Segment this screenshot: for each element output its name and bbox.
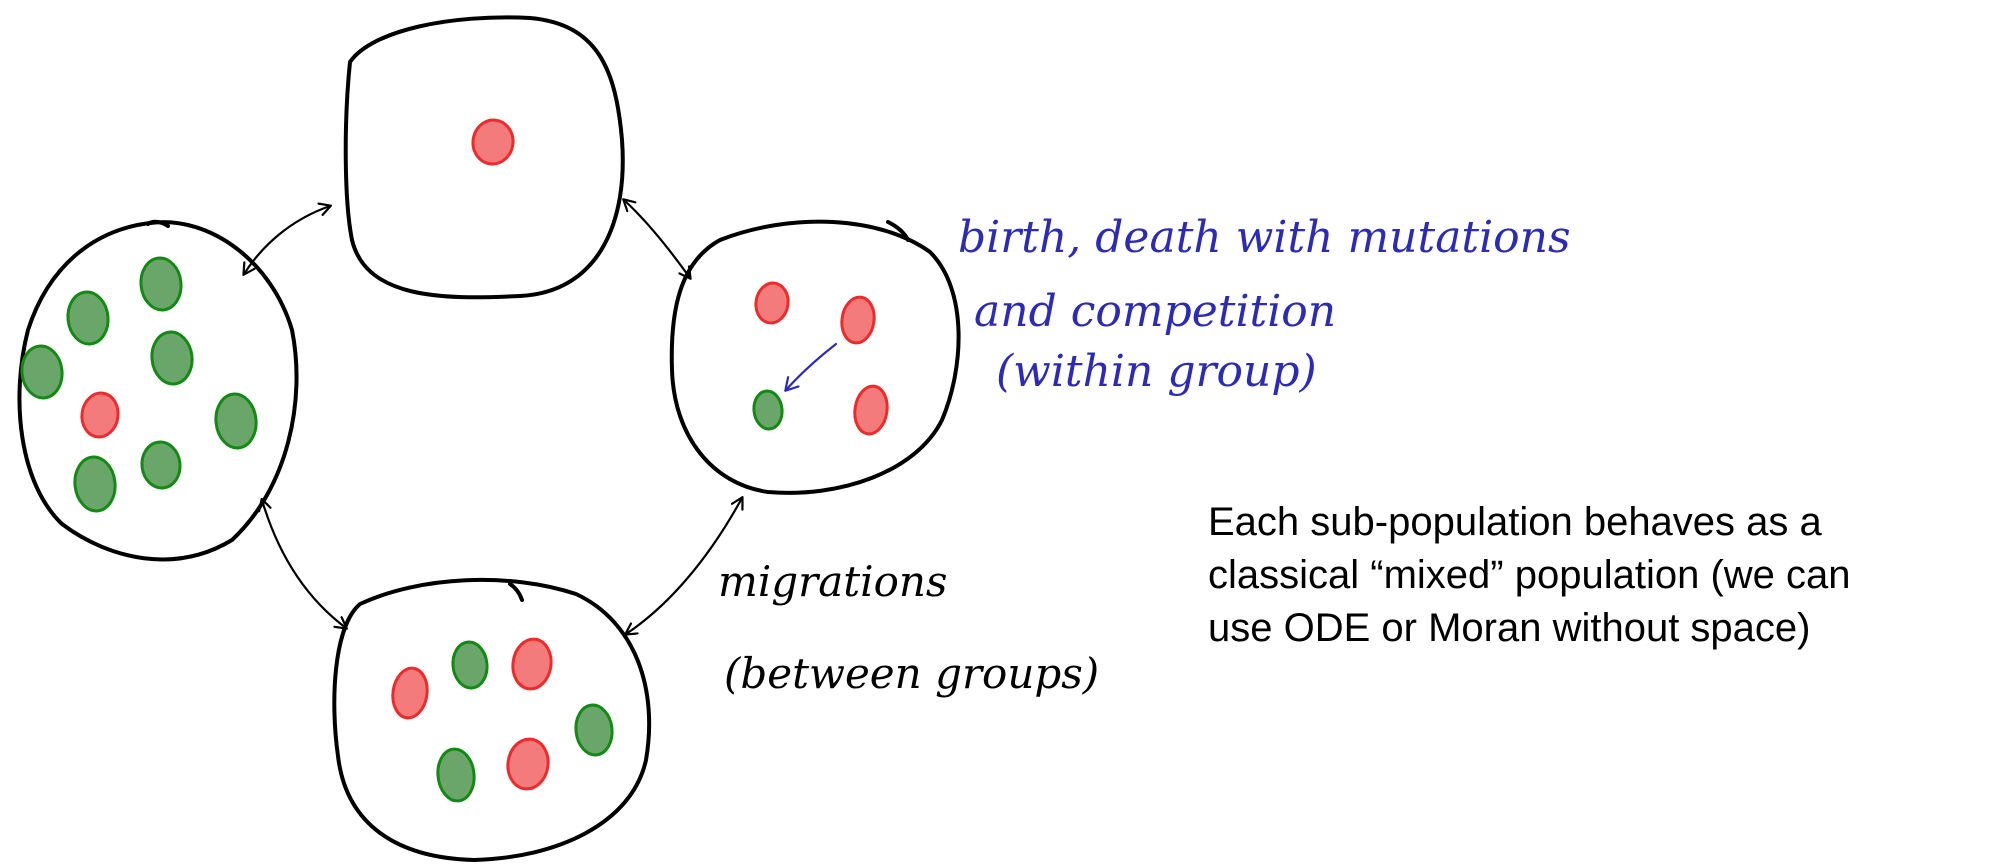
green-cell-left-8 xyxy=(20,344,64,400)
group-top-outline xyxy=(343,15,625,300)
green-cell-left-9 xyxy=(214,392,258,450)
cells-layer xyxy=(20,118,889,803)
red-cell-bottom-13 xyxy=(391,666,429,720)
group-right-flourish xyxy=(886,220,910,242)
migration-arrow-left-top xyxy=(244,206,330,274)
red-cell-right-3 xyxy=(853,384,889,436)
red-cell-right-2 xyxy=(840,295,876,345)
explanation-note: Each sub-population behaves as a classic… xyxy=(1208,496,1988,655)
explanation-line-3: use ODE or Moran without space) xyxy=(1208,606,1811,650)
group-bottom-outline xyxy=(332,577,652,862)
green-cell-bottom-17 xyxy=(436,747,476,803)
annotation-within-line-1: birth, death with mutations xyxy=(958,212,1571,263)
explanation-line-2: classical “mixed” population (we can xyxy=(1208,553,1851,597)
red-cell-top-0 xyxy=(471,118,515,166)
red-cell-right-1 xyxy=(754,281,790,325)
migration-arrow-left-bottom xyxy=(262,500,346,628)
explanation-line-1: Each sub-population behaves as a xyxy=(1208,500,1822,544)
annotation-within-line-2: and competition xyxy=(974,286,1336,337)
green-cell-left-12 xyxy=(73,455,117,513)
red-cell-left-10 xyxy=(80,391,120,439)
green-cell-left-11 xyxy=(140,440,182,490)
annotation-between-groups: (between groups) xyxy=(724,649,1099,698)
annotation-within-line-3: (within group) xyxy=(996,346,1317,397)
group-bottom-flourish xyxy=(508,582,524,602)
group-left-outline xyxy=(17,220,299,562)
green-cell-right-4 xyxy=(752,389,784,431)
group-left-flourish xyxy=(146,219,170,228)
group-right-outline xyxy=(669,219,961,495)
green-cell-left-7 xyxy=(150,330,194,386)
red-cell-bottom-18 xyxy=(506,737,550,791)
green-cell-bottom-14 xyxy=(451,640,489,690)
green-cell-bottom-16 xyxy=(574,703,614,757)
red-cell-bottom-15 xyxy=(511,637,553,691)
annotation-migrations: migrations xyxy=(718,557,947,606)
mutation-arrow xyxy=(786,342,838,390)
migration-arrow-right-bottom xyxy=(626,498,742,634)
migration-arrow-top-right xyxy=(624,200,690,278)
green-cell-left-5 xyxy=(139,256,183,312)
green-cell-left-6 xyxy=(66,290,110,346)
